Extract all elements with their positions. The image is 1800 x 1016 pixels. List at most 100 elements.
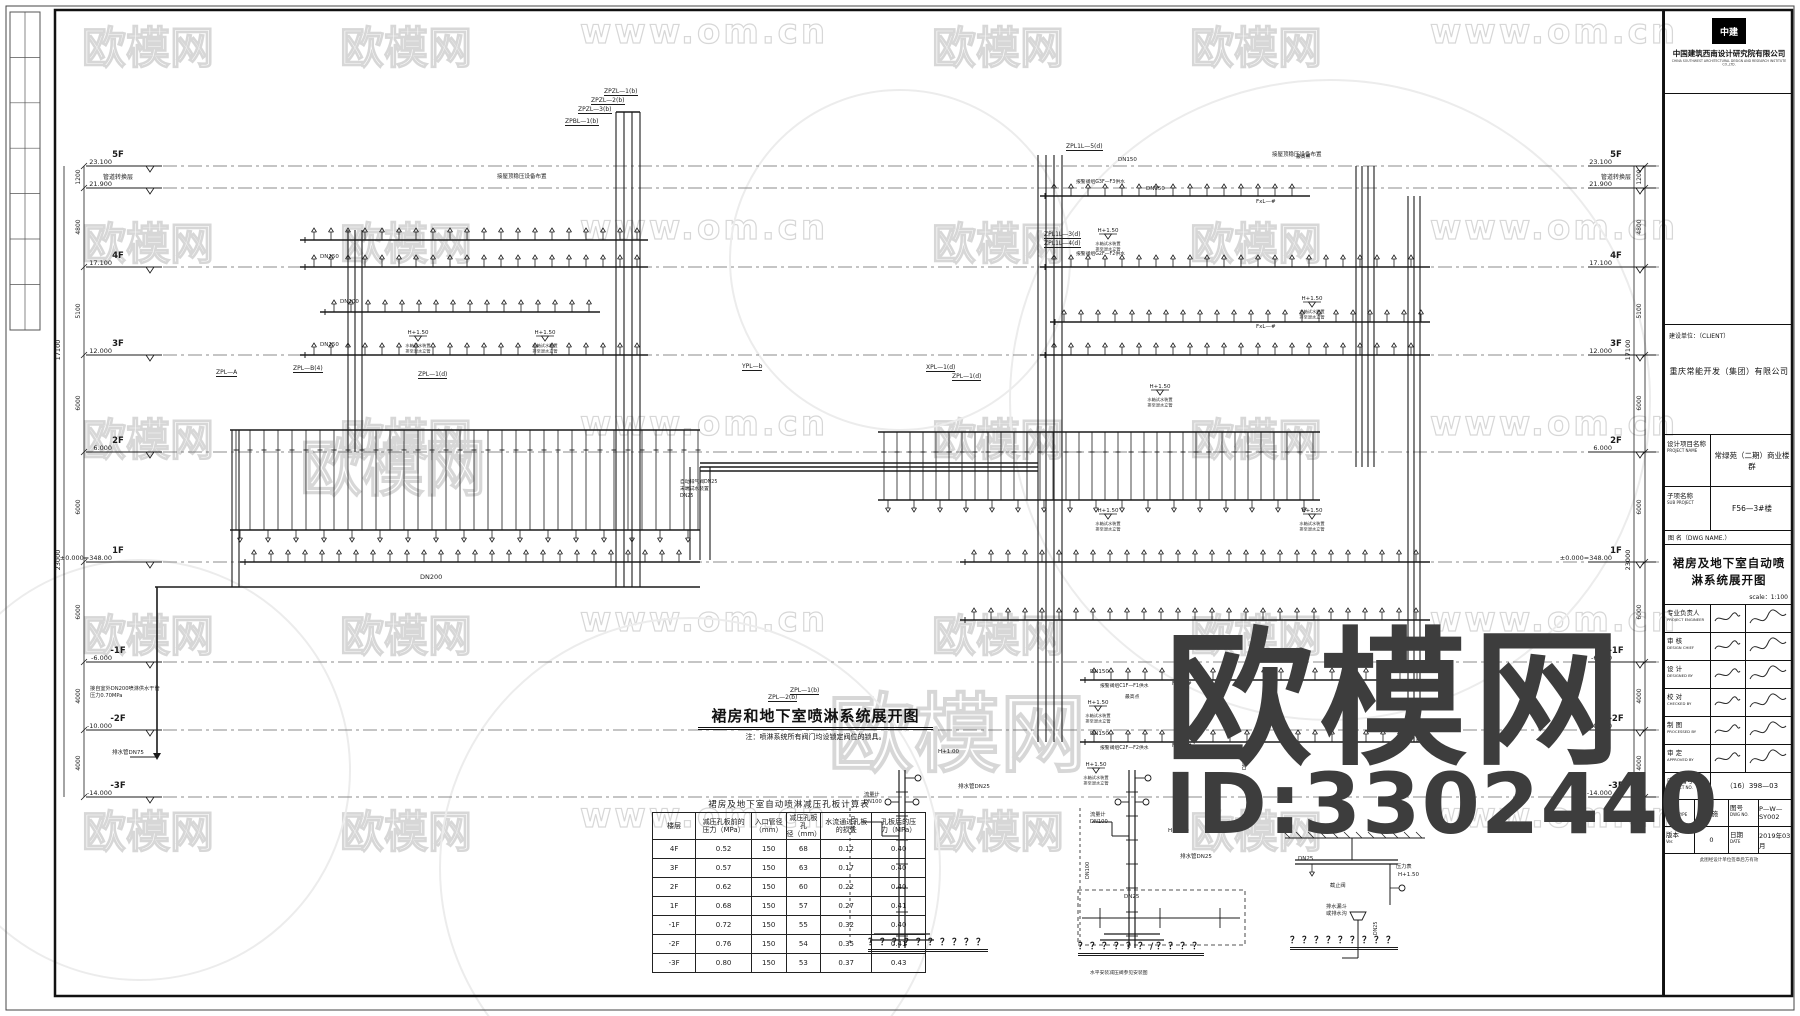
svg-text:5F: 5F [112, 150, 124, 160]
watermark-tile: www.om.cn [1429, 11, 1679, 52]
svg-text:-3F: -3F [1608, 781, 1623, 791]
sub-label-cn: 子项名称 [1667, 492, 1693, 500]
pipe-label: 排水漏斗 [1326, 903, 1347, 910]
calc-table-cell: -1F [651, 915, 697, 936]
svg-text:5100: 5100 [1636, 303, 1643, 318]
calc-table-cell: 1F [651, 896, 697, 917]
watermark-tile: 欧模网 [339, 806, 472, 858]
svg-text:4F: 4F [1610, 251, 1622, 261]
pipe-label: 最高点 [1125, 695, 1140, 701]
project-label-cn: 设计项目名称 [1667, 440, 1706, 448]
calc-table-cell: 150 [750, 896, 787, 917]
placeholder-text: ？？？？？？/？？？？ [1078, 942, 1205, 957]
svg-text:5F: 5F [1610, 150, 1622, 160]
watermark-tile: www.om.cn [1429, 207, 1679, 248]
pipe-label: ZPBL—1(b) [565, 118, 599, 127]
pipe-label: ZPL—1(d) [418, 371, 448, 380]
svg-text:4000: 4000 [75, 755, 82, 770]
calc-table-cell: 150 [750, 915, 787, 936]
watermark-tile: www.om.cn [579, 11, 829, 52]
pipe-label: H+1.50 [1398, 871, 1419, 878]
svg-text:1200: 1200 [1636, 169, 1643, 184]
pipe-label: H+1.00 [938, 748, 959, 755]
svg-text:水箱试水装置: 水箱试水装置 [532, 342, 557, 349]
svg-text:H+1.50: H+1.50 [1302, 296, 1323, 302]
svg-text:水箱试水装置: 水箱试水装置 [1147, 396, 1172, 403]
calc-table-cell: 150 [750, 934, 787, 955]
pipe-label: 接屋顶稳压设备布置 [1272, 151, 1322, 158]
pipe-label: 末端试水装置 [680, 487, 709, 493]
svg-text:12.000: 12.000 [1589, 347, 1612, 355]
svg-text:H+1.50: H+1.50 [1086, 762, 1107, 768]
pipe-label: 压力表 [1396, 863, 1412, 870]
title-block-spacer [1665, 94, 1793, 325]
svg-text:6000: 6000 [75, 499, 82, 514]
svg-text:17100: 17100 [1624, 340, 1632, 361]
pipe-label: 或排水沟 [1326, 910, 1347, 917]
calc-table-cell: 0.12 [820, 839, 873, 860]
svg-text:-2F: -2F [110, 714, 125, 724]
pipe-label: DN150 [320, 253, 339, 260]
pipe-label: ZPL1L—3(d) [1044, 231, 1081, 240]
pipe-label: FxL—# [1172, 742, 1192, 749]
svg-text:H+1.50: H+1.50 [1088, 700, 1109, 706]
calc-table-cell: 0.40 [871, 858, 926, 879]
svg-text:21.900: 21.900 [1589, 180, 1612, 188]
version-value: 0 [1695, 826, 1729, 853]
svg-text:1F: 1F [1610, 546, 1622, 556]
calc-table-cell: 150 [750, 953, 787, 974]
svg-text:管道转换层: 管道转换层 [103, 173, 133, 181]
cscec-logo: 中建 [1712, 18, 1746, 44]
svg-text:4F: 4F [112, 251, 124, 261]
sub-project-value: F56—3#楼 [1732, 504, 1772, 513]
date-value: 2019年03月 [1759, 831, 1791, 850]
calc-table-header: 入口管径（mm） [750, 811, 787, 841]
calc-table-cell: 55 [785, 915, 822, 936]
svg-text:-6.000: -6.000 [1591, 654, 1612, 662]
calc-table-cell: 0.57 [695, 858, 752, 879]
placeholder-text: ？？？？？？？？？？ [868, 938, 989, 953]
svg-text:水箱试水装置: 水箱试水装置 [1299, 520, 1324, 527]
pipe-label: ZPZL—3(b) [578, 106, 612, 115]
svg-text:排至泄水立管: 排至泄水立管 [1147, 402, 1172, 409]
pipe-label: 流量计 [1090, 811, 1106, 818]
svg-text:排至泄水立管: 排至泄水立管 [1083, 780, 1108, 787]
svg-text:6000: 6000 [1636, 499, 1643, 514]
watermark-tile: 欧模网 [81, 806, 214, 858]
pipe-label: ZPL—2(b) [768, 694, 798, 703]
pipe-label: DN25 [1124, 893, 1140, 900]
project-name-label: 设计项目名称 PROJECT NAME [1665, 435, 1711, 486]
project-name-row: 设计项目名称 PROJECT NAME 常绿苑（二期）商业楼群 [1665, 435, 1793, 487]
svg-text:17.100: 17.100 [89, 259, 112, 267]
calc-table-cell: 0.40 [871, 839, 926, 860]
pipe-label: 报警阀组G2F—F2供水 [1076, 252, 1125, 258]
calc-table-cell: 53 [785, 953, 822, 974]
svg-text:3F: 3F [112, 339, 124, 349]
pipe-label: 排水管DN75 [112, 749, 144, 756]
pipe-label: 报警阀组C1F—F1供水 [1100, 684, 1149, 690]
svg-text:23000: 23000 [54, 550, 62, 571]
pipe-label: DN25 [680, 494, 694, 500]
placeholder-text: ？？？？？？？？？ [1290, 936, 1399, 951]
svg-text:23.100: 23.100 [89, 158, 112, 166]
svg-text:6000: 6000 [75, 604, 82, 619]
big-watermark: 欧模网 ID:3302440 [1165, 626, 1719, 845]
calc-table-cell: 0.80 [695, 953, 752, 974]
pipe-label: 排水管DN25 [958, 783, 990, 790]
calc-table-cell: 150 [750, 877, 787, 898]
svg-text:-10.000: -10.000 [87, 722, 112, 730]
svg-text:H+1.50: H+1.50 [535, 330, 556, 336]
pipe-label: 最高点 [1296, 155, 1311, 161]
design-institute-name: 中国建筑西南设计研究院有限公司 [1672, 49, 1786, 58]
orifice-calc-table: 裙房及地下室自动喷淋减压孔板计算表 楼层减压孔板前的压力（MPa）入口管径（mm… [651, 798, 926, 974]
svg-text:±0.000=348.00: ±0.000=348.00 [60, 554, 112, 562]
